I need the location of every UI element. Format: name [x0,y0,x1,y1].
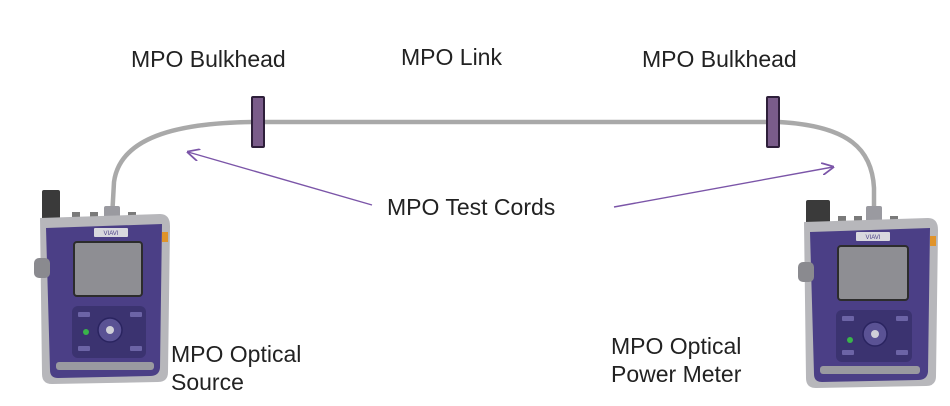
label-power-meter-line2: Power Meter [611,361,742,387]
optical-source-brand: VIAVI [104,231,119,237]
arrow-to-left-cord [188,152,373,206]
label-power-meter: MPO Optical Power Meter [611,332,741,388]
label-power-meter-line1: MPO Optical [611,333,742,359]
power-meter-device [798,200,938,388]
label-optical-source-line1: MPO Optical [171,341,302,367]
left-bulkhead-connector [251,96,265,148]
right-bulkhead-connector [766,96,780,148]
left-test-cord [109,119,255,221]
label-optical-source-line2: Source [171,369,244,395]
label-bulkhead-right: MPO Bulkhead [642,46,797,72]
label-optical-source: MPO Optical Source [171,340,301,396]
label-bulkhead-left: MPO Bulkhead [131,46,286,72]
label-mpo-link: MPO Link [401,44,502,70]
optical-source-device [34,190,170,384]
label-test-cords: MPO Test Cords [387,194,556,220]
power-meter-brand: VIAVI [866,235,881,241]
arrow-to-right-cord [613,167,833,208]
right-test-cord [776,119,877,221]
